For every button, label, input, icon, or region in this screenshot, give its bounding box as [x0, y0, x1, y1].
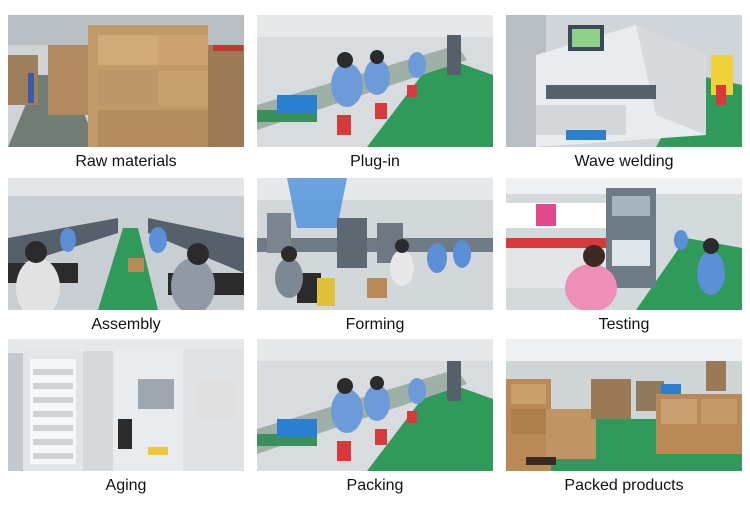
caption-packing: Packing	[346, 477, 404, 494]
assembly-photo	[8, 178, 244, 310]
caption-forming: Forming	[345, 316, 405, 333]
testing-photo	[506, 178, 742, 310]
caption-wave-welding: Wave welding	[574, 153, 674, 170]
caption-plug-in: Plug-in	[350, 153, 400, 170]
caption-aging: Aging	[105, 477, 147, 494]
plug-in-photo	[257, 15, 493, 147]
packing-photo	[257, 339, 493, 471]
raw-materials-photo	[8, 15, 244, 147]
caption-testing: Testing	[598, 316, 650, 333]
forming-photo	[257, 178, 493, 310]
caption-assembly: Assembly	[91, 316, 161, 333]
aging-photo	[8, 339, 244, 471]
caption-packed-products: Packed products	[564, 477, 684, 494]
wave-welding-photo	[506, 15, 742, 147]
packed-products-photo	[506, 339, 742, 471]
caption-raw-materials: Raw materials	[75, 153, 177, 170]
